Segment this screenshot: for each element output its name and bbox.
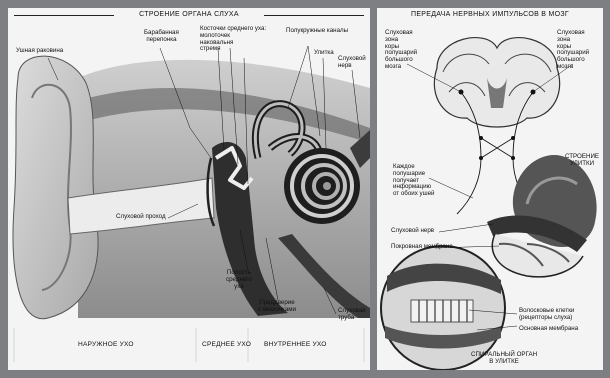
- label-auditory-zone-right: Слуховая зона коры полушарий большого мо…: [557, 30, 589, 71]
- label-middle-ear-cavity: Полость среднего уха: [226, 270, 252, 290]
- section-middle-ear: СРЕДНЕЕ УХО: [202, 342, 251, 349]
- nerve-transmission-panel: ПЕРЕДАЧА НЕРВНЫХ ИМПУЛЬСОВ В МОЗГ: [377, 8, 603, 370]
- label-auditory-zone-left: Слуховая зона коры полушарий большого мо…: [385, 30, 417, 71]
- label-hemisphere-info: Каждое полушарие получает информацию от …: [393, 164, 435, 198]
- ear-illustration: [8, 8, 370, 370]
- label-tectorial-membrane: Покровная мембрана: [391, 244, 453, 251]
- label-vestibule: Преддверие с мешочками: [258, 300, 296, 314]
- label-auditory-nerve: Слуховой нерв: [391, 228, 434, 235]
- label-ear-canal: Слуховой проход: [116, 214, 166, 221]
- ear-structure-panel: СТРОЕНИЕ ОРГАНА СЛУХА: [8, 8, 370, 370]
- brain-shape: [434, 38, 559, 127]
- label-auricle: Ушная раковина: [16, 48, 63, 55]
- label-eardrum: Барабанная перепонка: [144, 30, 179, 44]
- label-cochlea: Улитка: [314, 50, 334, 57]
- cochlea-shape: [284, 148, 360, 224]
- section-inner-ear: ВНУТРЕННЕЕ УХО: [264, 342, 327, 349]
- auricle-shape: [13, 56, 98, 319]
- label-eustachian-tube: Слуховая труба: [338, 308, 366, 322]
- section-outer-ear: НАРУЖНОЕ УХО: [78, 342, 134, 349]
- label-spiral-organ: СПИРАЛЬНЫЙ ОРГАН В УЛИТКЕ: [471, 352, 537, 366]
- label-basilar-membrane: Основная мембрана: [519, 326, 578, 333]
- label-cochlea-structure: СТРОЕНИЕ УЛИТКИ: [565, 154, 599, 168]
- label-hair-cells: Волосковые клетки (рецепторы слуха): [519, 308, 574, 322]
- label-ossicles: Косточки среднего уха: молоточек наковал…: [200, 26, 266, 53]
- label-semicircular-canals: Полукружные каналы: [286, 28, 348, 35]
- cochlea-structure-shape: [487, 155, 597, 277]
- label-auditory-nerve: Слуховой нерв: [338, 56, 366, 70]
